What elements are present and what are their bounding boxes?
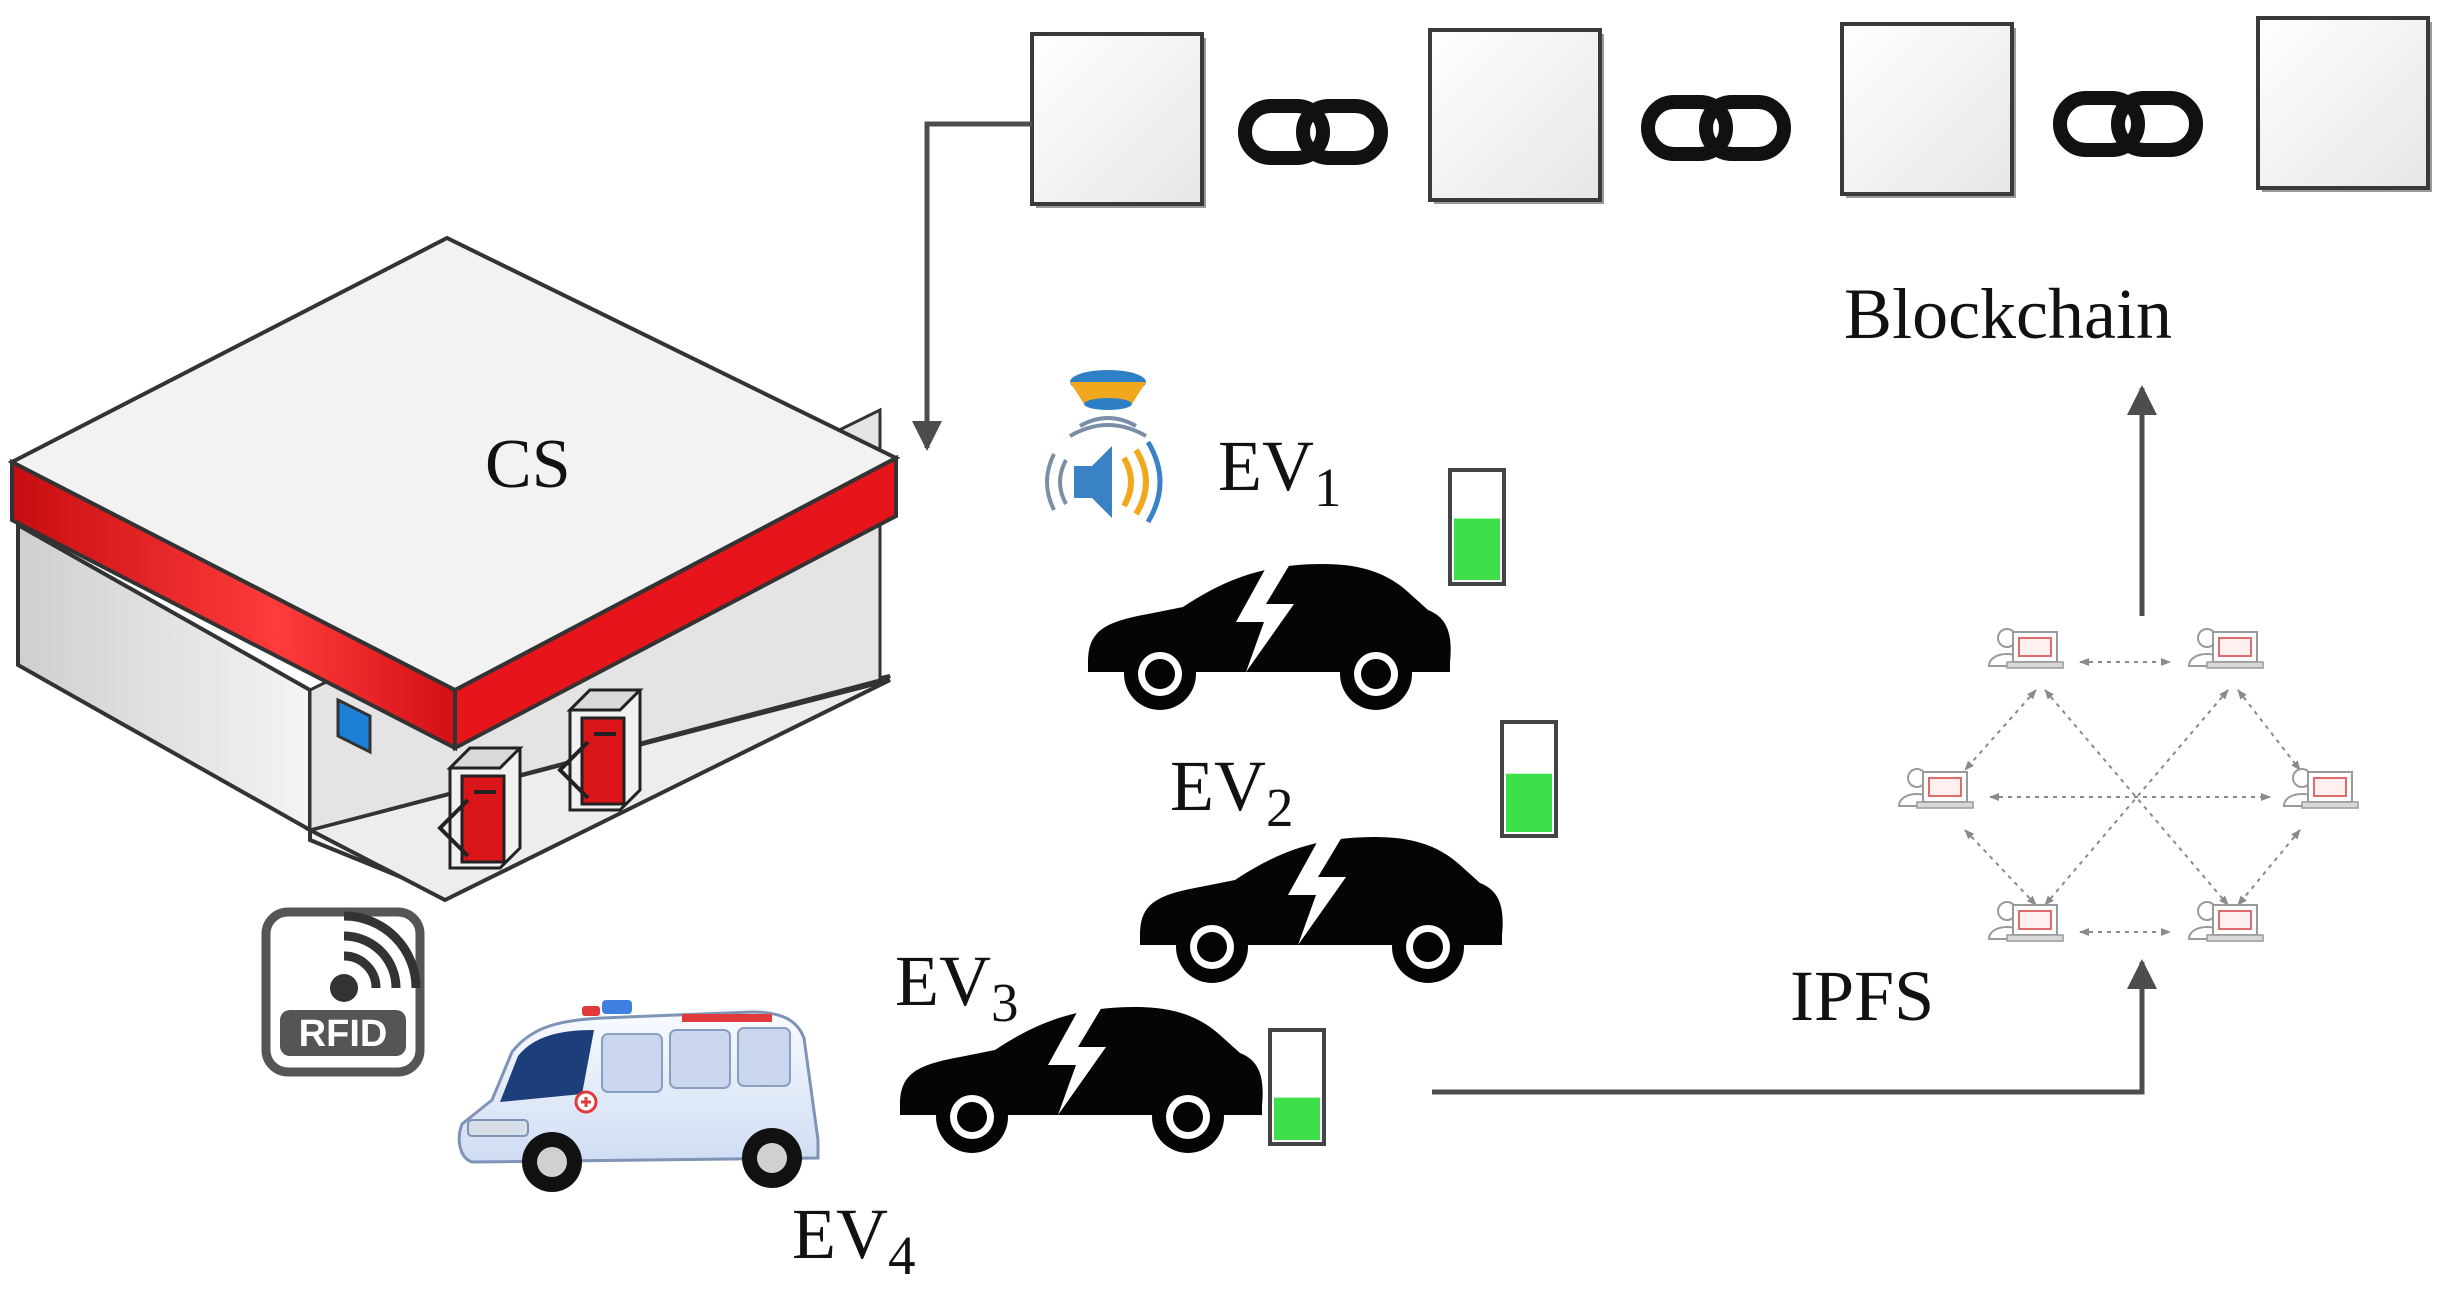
rfid-tag-icon: RFID xyxy=(261,907,425,1077)
battery-ev3 xyxy=(1268,1028,1326,1146)
block-1 xyxy=(1030,32,1208,210)
chain-link-icon xyxy=(1245,106,1381,158)
blockchain: Blockchain xyxy=(1030,16,2434,354)
ev1-label-base: EV xyxy=(1218,426,1314,506)
ev2-label-base: EV xyxy=(1170,746,1266,826)
ev4-label-base: EV xyxy=(792,1194,888,1274)
charging-station: CS xyxy=(7,235,901,903)
charging-station-building-icon xyxy=(7,235,901,903)
blockchain-label: Blockchain xyxy=(1844,274,2172,354)
ev4-label: EV4 xyxy=(792,1194,915,1286)
electric-car-icon xyxy=(900,1007,1263,1153)
ev3-label: EV3 xyxy=(895,941,1018,1033)
ev3-label-base: EV xyxy=(895,941,991,1021)
block-3 xyxy=(1840,22,2018,200)
electric-car-icon xyxy=(1140,837,1503,983)
chain-link-icon xyxy=(1648,102,1784,154)
cs-label: CS xyxy=(485,426,571,503)
ev3-label-sub: 3 xyxy=(991,972,1019,1033)
ipfs-label: IPFS xyxy=(1790,956,1934,1036)
alarm-speaker-icon xyxy=(1045,370,1163,524)
block-4 xyxy=(2256,16,2434,194)
flow-arrow-blockchain-to-cs xyxy=(912,121,1032,451)
chain-link-icon xyxy=(2060,98,2196,150)
ev1-label-sub: 1 xyxy=(1314,457,1342,518)
ev2-label-sub: 2 xyxy=(1266,777,1294,838)
electric-car-icon xyxy=(1088,564,1451,710)
ev2-label: EV2 xyxy=(1170,746,1293,838)
battery-ev1 xyxy=(1448,468,1506,586)
flow-arrow-ev-to-ipfs xyxy=(1432,959,2157,1095)
ambulance-icon xyxy=(457,1000,820,1192)
ipfs-peer-network-icon xyxy=(1898,628,2359,942)
block-2 xyxy=(1428,28,1606,206)
ev1-label: EV1 xyxy=(1218,426,1341,518)
ev4-label-sub: 4 xyxy=(888,1225,916,1286)
rfid-label: RFID xyxy=(299,1013,388,1055)
battery-ev2 xyxy=(1500,720,1558,838)
